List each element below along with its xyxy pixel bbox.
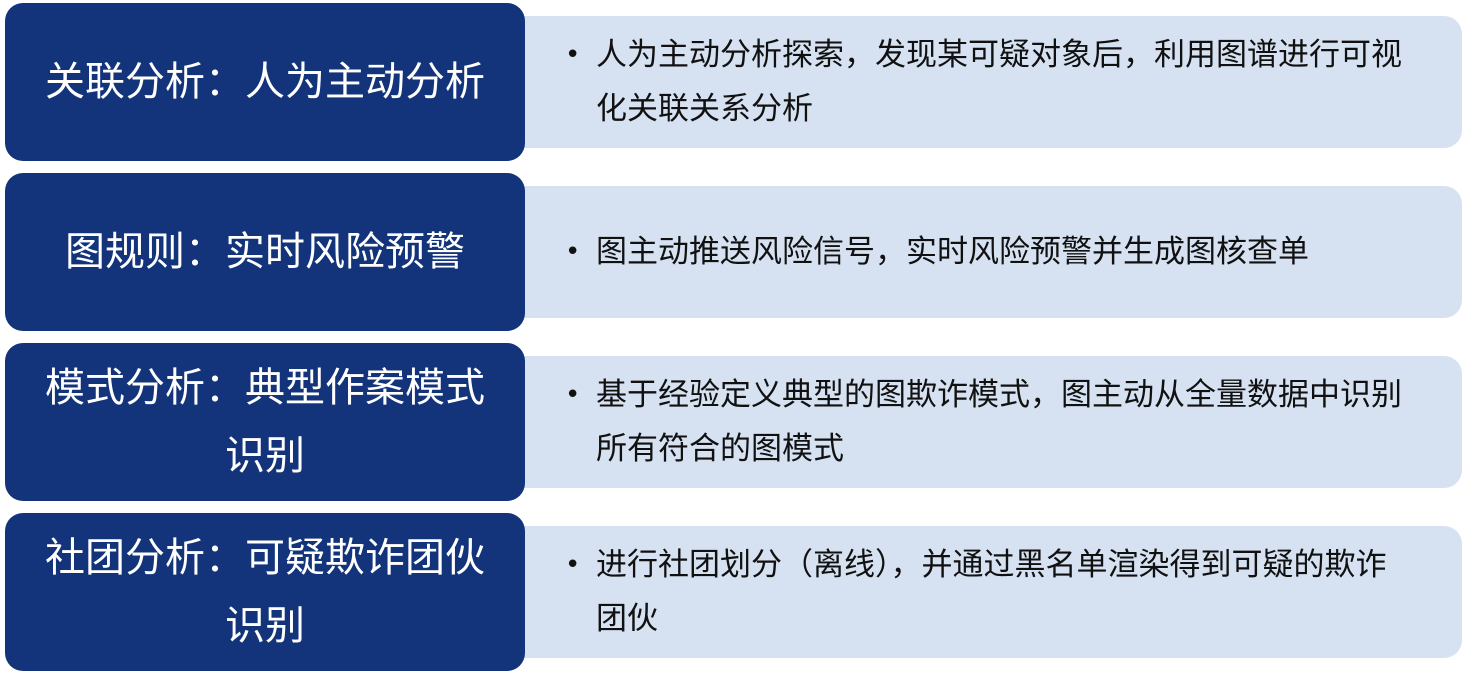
bullet-text: 基于经验定义典型的图欺诈模式，图主动从全量数据中识别所有符合的图模式 bbox=[596, 377, 1402, 467]
row-content-box: • 人为主动分析探索，发现某可疑对象后，利用图谱进行可视化关联关系分析 bbox=[505, 16, 1462, 148]
bullet-text: 人为主动分析探索，发现某可疑对象后，利用图谱进行可视化关联关系分析 bbox=[596, 37, 1402, 127]
row-title: 社团分析：可疑欺诈团伙识别 bbox=[45, 535, 485, 649]
row-content-box: • 图主动推送风险信号，实时风险预警并生成图核查单 bbox=[505, 186, 1462, 318]
bullet-item: • 进行社团划分（离线），并通过黑名单渲染得到可疑的欺诈团伙 bbox=[565, 538, 1406, 646]
bullet-dot-icon: • bbox=[565, 237, 581, 267]
bullet-dot-icon: • bbox=[565, 40, 581, 70]
bullet-item: • 图主动推送风险信号，实时风险预警并生成图核查单 bbox=[565, 225, 1406, 279]
bullet-item: • 基于经验定义典型的图欺诈模式，图主动从全量数据中识别所有符合的图模式 bbox=[565, 368, 1406, 476]
bullet-item: • 人为主动分析探索，发现某可疑对象后，利用图谱进行可视化关联关系分析 bbox=[565, 28, 1406, 136]
row-title-box: 关联分析：人为主动分析 bbox=[5, 3, 525, 161]
analysis-row-pattern: • 基于经验定义典型的图欺诈模式，图主动从全量数据中识别所有符合的图模式 模式分… bbox=[0, 343, 1462, 503]
row-title-box: 模式分析：典型作案模式识别 bbox=[5, 343, 525, 501]
analysis-row-graph-rules: • 图主动推送风险信号，实时风险预警并生成图核查单 图规则：实时风险预警 bbox=[0, 173, 1462, 333]
analysis-row-association: • 人为主动分析探索，发现某可疑对象后，利用图谱进行可视化关联关系分析 关联分析… bbox=[0, 3, 1462, 163]
row-content-box: • 进行社团划分（离线），并通过黑名单渲染得到可疑的欺诈团伙 bbox=[505, 526, 1462, 658]
row-title: 关联分析：人为主动分析 bbox=[45, 59, 485, 105]
row-content-box: • 基于经验定义典型的图欺诈模式，图主动从全量数据中识别所有符合的图模式 bbox=[505, 356, 1462, 488]
row-title: 图规则：实时风险预警 bbox=[65, 229, 465, 275]
bullet-text: 图主动推送风险信号，实时风险预警并生成图核查单 bbox=[596, 234, 1309, 270]
analysis-row-community: • 进行社团划分（离线），并通过黑名单渲染得到可疑的欺诈团伙 社团分析：可疑欺诈… bbox=[0, 513, 1462, 673]
row-title-box: 社团分析：可疑欺诈团伙识别 bbox=[5, 513, 525, 671]
row-title: 模式分析：典型作案模式识别 bbox=[45, 365, 485, 479]
bullet-text: 进行社团划分（离线），并通过黑名单渲染得到可疑的欺诈团伙 bbox=[596, 547, 1387, 637]
bullet-dot-icon: • bbox=[565, 550, 581, 580]
bullet-dot-icon: • bbox=[565, 380, 581, 410]
row-title-box: 图规则：实时风险预警 bbox=[5, 173, 525, 331]
